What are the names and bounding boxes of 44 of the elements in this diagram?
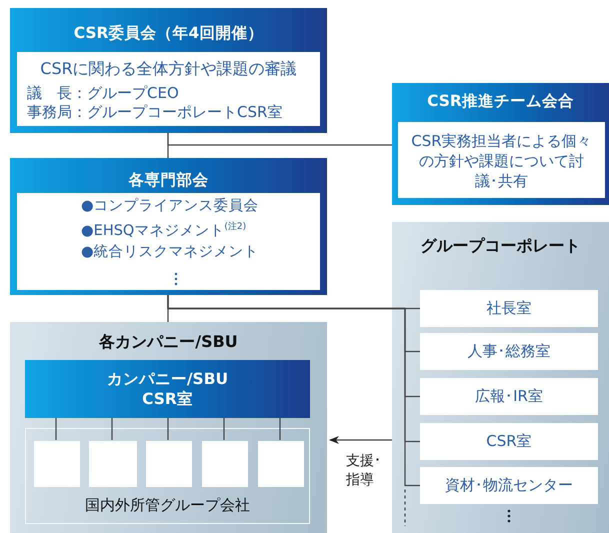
body-text: ●EHSQマネジメント$^{(注2)}$ [80, 220, 248, 241]
group-panel [10, 322, 327, 533]
connector-line [111, 418, 113, 440]
heading: 各カンパニー/SBU [98, 332, 239, 351]
committee-box [392, 83, 609, 205]
caption-text: 国内外所管グループ会社 [84, 496, 251, 515]
group-panel [392, 222, 609, 533]
body-text: CSRに関わる全体方針や課題の審議 [39, 59, 298, 78]
office-box [25, 360, 310, 418]
company-box [89, 441, 137, 487]
committee-box [10, 8, 327, 133]
heading: グループコーポレート [420, 236, 582, 255]
connector-line [223, 418, 225, 440]
heading: カンパニー/SBU CSR室 [106, 369, 230, 409]
department-name: 資材･物流センター [445, 476, 573, 495]
company-box [202, 441, 248, 487]
company-box [34, 441, 80, 487]
body-text: 事務局：グループコーポレートCSR室 [26, 103, 284, 122]
heading: CSR推進チーム会合 [426, 92, 575, 111]
department-name: CSR室 [486, 432, 532, 451]
body-text: ●コンプライアンス委員会 [80, 196, 260, 216]
heading: 各専門部会 [127, 171, 210, 190]
department-name: 人事･総務室 [468, 342, 550, 361]
arrow [329, 436, 392, 444]
group-frame [25, 428, 310, 524]
company-box [146, 441, 192, 487]
connector-line [167, 295, 420, 486]
connector-line [55, 418, 57, 440]
body-text: ●統合リスクマネジメント [80, 243, 260, 262]
department-box [420, 290, 598, 327]
department-box [420, 467, 598, 504]
heading: CSR委員会（年4回開催） [72, 24, 264, 43]
department-name: 社長室 [486, 299, 532, 318]
department-name: 広報･IR室 [475, 387, 543, 406]
committee-box [10, 158, 327, 295]
company-box [258, 441, 304, 487]
connector-line [167, 133, 392, 146]
department-box [420, 378, 598, 415]
body-text: CSR実務担当者による個々の方針や課題について討議･共有 [410, 131, 592, 191]
connector-line [279, 418, 281, 440]
department-box [420, 423, 598, 460]
department-box [420, 333, 598, 370]
connector-line [167, 418, 169, 440]
body-text: 議 長：グループCEO [26, 84, 180, 103]
